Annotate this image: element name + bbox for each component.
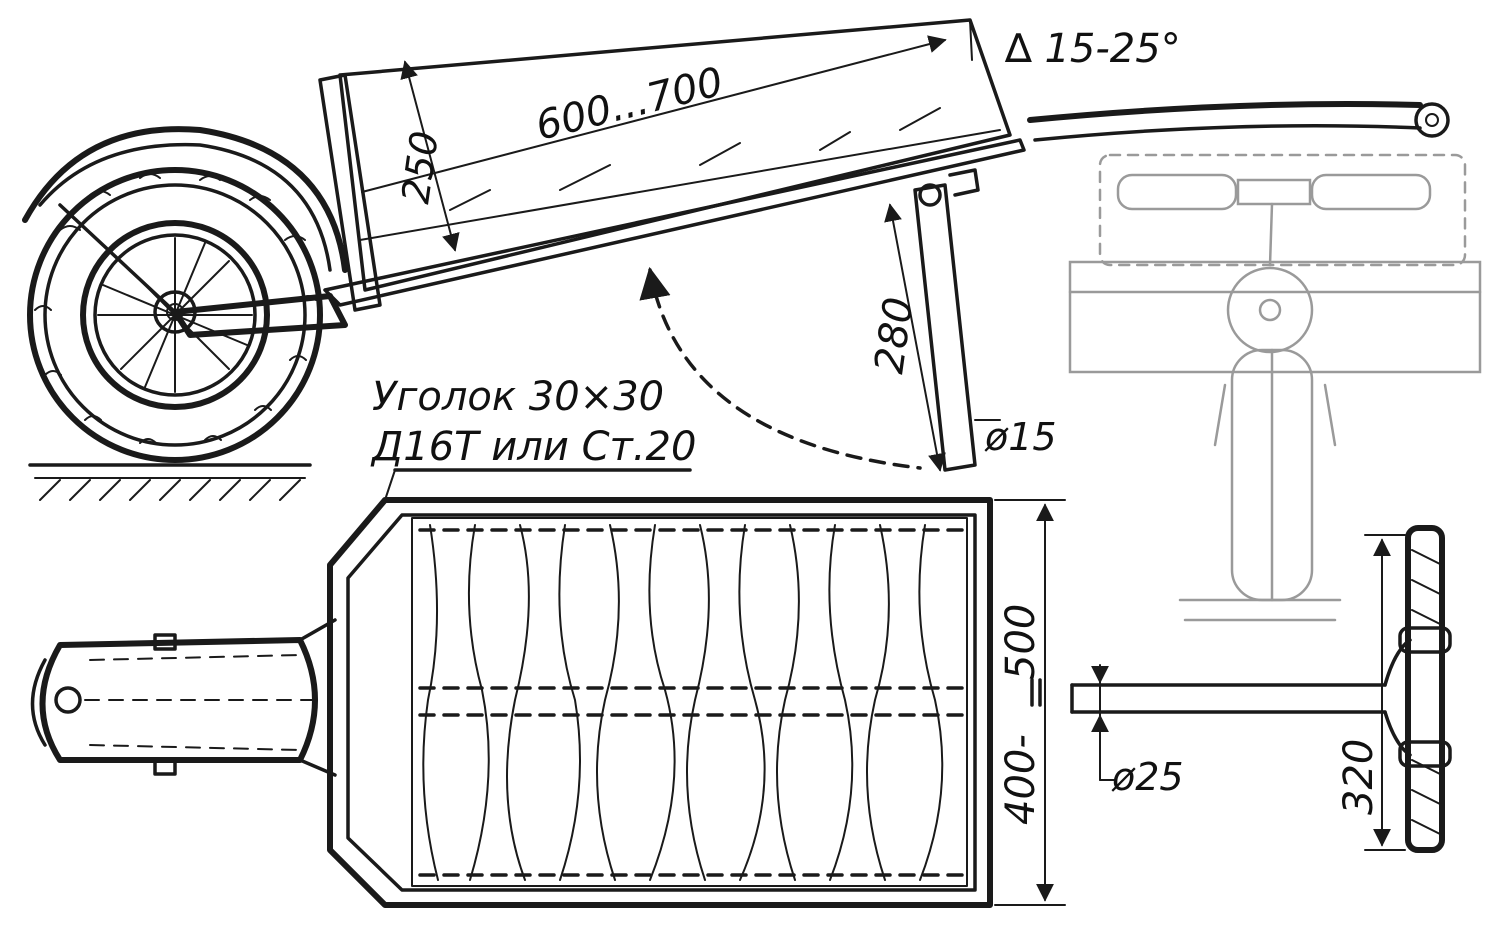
wood-grain: [422, 524, 944, 881]
tilt-arc: [639, 266, 922, 470]
handle-bar: [1027, 101, 1423, 123]
front-grips: [1116, 173, 1432, 267]
side-view: 250 600...700 ∆ 15-25° 280 ø15: [22, 18, 1450, 501]
label-stand-length: 280: [866, 294, 922, 376]
label-stand-diameter: ø15: [984, 415, 1057, 459]
label-grip-width: 320: [1336, 739, 1382, 815]
label-width-top: 500: [998, 604, 1044, 680]
top-view: 500 400- ø25 320: [30, 497, 1452, 908]
label-width-bottom: 400-: [998, 734, 1044, 825]
label-box-height: 250: [393, 128, 447, 206]
material-note: Уголок 30×30 Д16Т или Ст.20: [370, 374, 696, 501]
label-box-length: 600...700: [531, 59, 727, 150]
side-box: [318, 18, 1012, 312]
top-box: [327, 497, 993, 908]
rear-stand: [913, 168, 980, 472]
label-material-line1: Уголок 30×30: [372, 374, 664, 420]
front-view: [1068, 153, 1482, 622]
wheel: [27, 167, 323, 463]
top-grip: [1364, 525, 1452, 853]
label-tilt-angle: ∆ 15-25°: [1004, 26, 1181, 72]
ground-hatch: [28, 463, 312, 501]
top-wheel: [30, 618, 337, 777]
label-material-line2: Д16Т или Ст.20: [370, 424, 696, 470]
label-handle-diameter: ø25: [1111, 755, 1184, 799]
rivet-rows: [418, 528, 967, 877]
wheel-spokes: [97, 237, 253, 393]
width-dimension: [994, 499, 1066, 906]
mudguard: [22, 126, 348, 273]
dimension-lines-side: [361, 19, 1001, 472]
